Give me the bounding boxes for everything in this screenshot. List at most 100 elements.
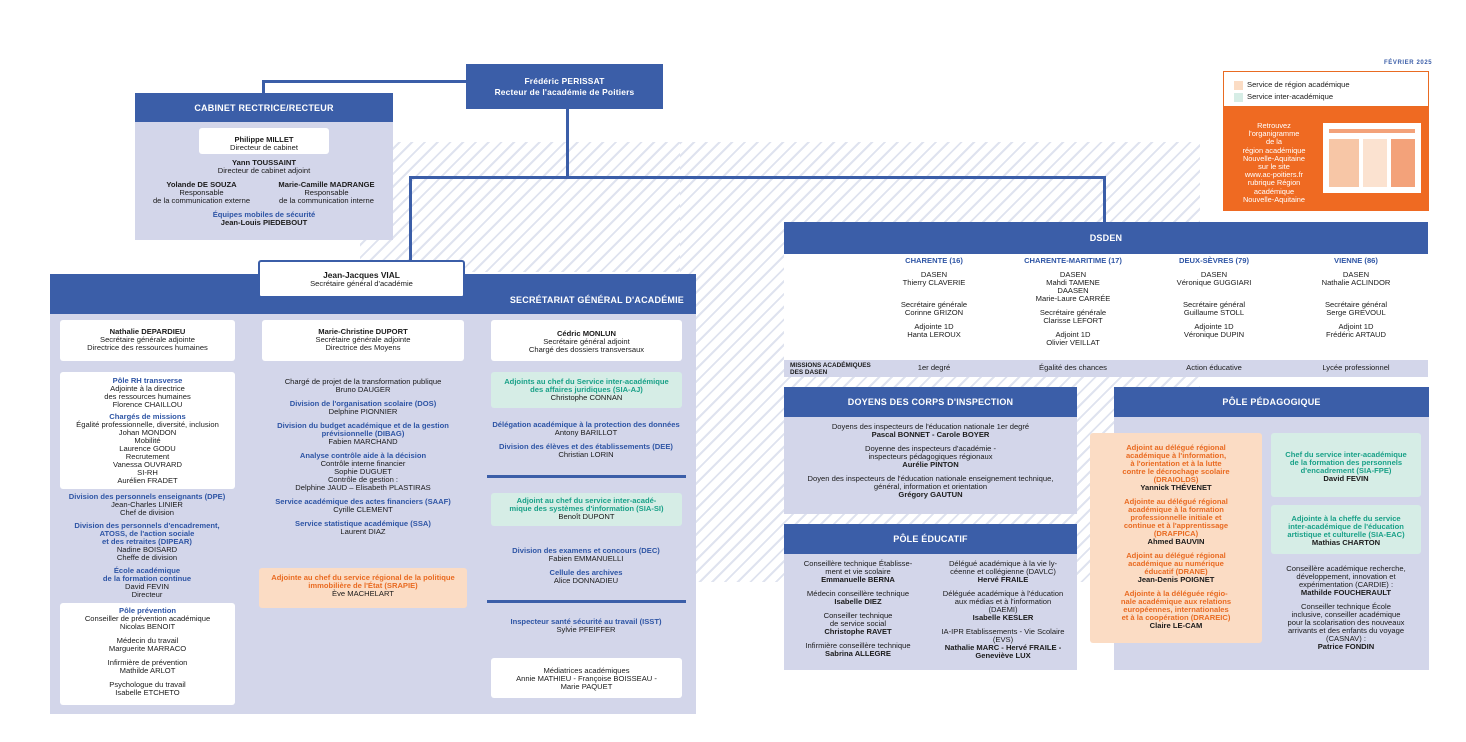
person-name: Ahmed BAUVIN	[1147, 537, 1205, 546]
person-name: Jean-Jacques VIAL	[323, 270, 400, 280]
person-role: Cheffe de division	[116, 553, 178, 562]
person-name: Fabien MARCHAND	[328, 437, 398, 446]
person-name: Marie PAQUET	[560, 682, 613, 691]
dsden-header: DSDEN	[784, 222, 1428, 254]
person-name: Yannick THÉVENET	[1140, 483, 1212, 492]
service-title: continue et à l'apprentissage	[1123, 521, 1229, 530]
person-role: Doyens des inspecteurs de l'éducation na…	[831, 422, 1030, 431]
service-title: de la formation des personnels	[1289, 458, 1403, 467]
service-title: École académique	[113, 566, 181, 575]
person-role: DASEN	[920, 270, 948, 279]
dsden-department: CHARENTE (16)	[905, 256, 963, 265]
person-name: Patrice FONDIN	[1317, 642, 1375, 651]
promo-line: sur le site	[1258, 162, 1290, 172]
connector	[262, 80, 468, 83]
person-name: Cyrille CLEMENT	[333, 505, 393, 514]
doyens-header: DOYENS DES CORPS D'INSPECTION	[784, 387, 1077, 417]
doyens-list: Doyens des inspecteurs de l'éducation na…	[784, 423, 1077, 499]
promo-line: rubrique Région	[1247, 178, 1301, 188]
service-title: Pôle RH transverse	[112, 376, 183, 385]
legend-label-academic: Service de région académique	[1247, 80, 1350, 89]
person-role: Responsable	[304, 188, 349, 197]
service-title: éducatif (DRANE)	[1144, 567, 1208, 576]
connector	[409, 176, 412, 262]
cabinet-comm-external: Yolande DE SOUZA Responsable de la commu…	[139, 181, 264, 205]
service-title: Cellule des archives	[549, 568, 623, 577]
promo-line: région académique	[1242, 145, 1306, 155]
person-name: Annie MATHIEU - Françoise BOISSEAU -	[516, 674, 657, 683]
service-title: Délégation académique à la protection de…	[492, 420, 680, 429]
person-role: général, information et orientation	[873, 482, 988, 491]
service-title: Adjoint au chef du service inter-acadé-	[516, 496, 657, 505]
person-role: DAASEN	[1057, 286, 1089, 295]
person-role: Doyen des inspecteurs de l'éducation nat…	[807, 474, 1054, 483]
person-name: Delphine PIONNIER	[328, 407, 398, 416]
thumbnail-bar	[1329, 139, 1359, 187]
connector	[1103, 176, 1106, 224]
person-name: Vanessa OUVRARD	[112, 460, 183, 469]
person-name: Nathalie ACLINDOR	[1321, 278, 1391, 287]
peda-header: PÔLE PÉDAGOGIQUE	[1114, 387, 1429, 417]
promo-box[interactable]: Retrouvez l'organigramme de la région ac…	[1223, 107, 1429, 211]
moyens-services: Chargé de projet de la transformation pu…	[258, 378, 468, 536]
edition-date: FÉVRIER 2025	[1384, 60, 1433, 66]
thumbnail-bar	[1363, 139, 1387, 187]
service-title: contre le décrochage scolaire	[1122, 467, 1230, 476]
service-title: Adjoints au chef du Service inter-académ…	[504, 377, 669, 386]
person-name: Isabelle ETCHETO	[115, 688, 180, 697]
service-title: professionnelle initiale et	[1130, 513, 1222, 522]
doyens-panel: DOYENS DES CORPS D'INSPECTION Doyens des…	[784, 387, 1077, 514]
person-name: Philippe MILLET	[234, 135, 294, 144]
sia-si: Adjoint au chef du service inter-acadé- …	[491, 497, 682, 521]
service-title: des affaires juridiques (SIA-AJ)	[530, 385, 643, 394]
dsden-department: VIENNE (86)	[1334, 256, 1378, 265]
person-role: de service social	[829, 619, 887, 628]
person-name: Véronique DUPIN	[1183, 330, 1245, 339]
service-title: Équipes mobiles de sécurité	[212, 210, 316, 219]
separator	[487, 475, 686, 478]
person-role: inclusive, conseiller académique	[1291, 610, 1401, 619]
service-title: d'encadrement (SIA-FPE)	[1300, 466, 1392, 475]
person-name: Isabelle KESLER	[972, 613, 1034, 622]
educ-header: PÔLE ÉDUCATIF	[784, 524, 1077, 554]
dsden-mission: 1er degré	[917, 363, 951, 372]
person-name: Mathias CHARTON	[1311, 538, 1381, 547]
mission-label: SI-RH	[137, 468, 158, 477]
legend-label-inter: Service inter-académique	[1247, 92, 1334, 101]
person-role: Adjointe à la directrice	[110, 384, 185, 393]
connector	[409, 176, 1106, 179]
person-role: Médecin conseillère technique	[806, 589, 910, 598]
legend: Service de région académique Service int…	[1223, 71, 1429, 107]
service-title: Adjoint au délégué régional	[1126, 443, 1226, 452]
service-title: Pôle prévention	[119, 606, 176, 615]
person-role: aux médias et à l'information	[954, 597, 1052, 606]
service-title: Division des personnels enseignants (DPE…	[68, 492, 226, 501]
person-role: Secrétaire général	[1324, 300, 1388, 309]
person-name: Marguerite MARRACO	[108, 644, 187, 653]
person-name: Nicolas BENOIT	[119, 622, 176, 631]
sga-rh: Nathalie DEPARDIEU Secrétaire générale a…	[60, 328, 235, 352]
person-name: Delphine JAUD – Elisabeth PLASTIRAS	[295, 483, 431, 492]
person-role: Chef de division	[119, 508, 175, 517]
person-name: David FEVIN	[125, 582, 169, 591]
mediatrices: Médiatrices académiques Annie MATHIEU - …	[491, 667, 682, 691]
sga-moyens: Marie-Christine DUPORT Secrétaire généra…	[262, 328, 464, 352]
person-name: Laurence GODU	[119, 444, 176, 453]
person-role: Déléguée académique à l'éducation	[942, 589, 1064, 598]
person-role: Infirmière conseillère technique	[805, 641, 911, 650]
person-role: Secrétaire générale adjointe	[315, 335, 411, 344]
spacer	[874, 287, 994, 295]
person-role: Adjointe 1D	[1194, 322, 1234, 331]
person-name: Mahdi TAMENE	[1046, 278, 1100, 287]
person-role: ment et vie scolaire	[825, 567, 891, 576]
person-name: Mathilde FOUCHERAULT	[1300, 588, 1392, 597]
sg-box: Jean-Jacques VIAL Secrétaire général d'a…	[258, 260, 465, 298]
educ-panel: PÔLE ÉDUCATIF Conseillère technique Étab…	[784, 524, 1077, 670]
dsden-department: CHARENTE-MARITIME (17)	[1024, 256, 1122, 265]
person-name: Thierry CLAVERIE	[902, 278, 966, 287]
person-name: Pascal BONNET - Carole BOYER	[871, 430, 990, 439]
service-title: mique des systèmes d'information (SIA-SI…	[509, 504, 664, 513]
person-role: Doyenne des inspecteurs d'académie -	[864, 444, 997, 453]
